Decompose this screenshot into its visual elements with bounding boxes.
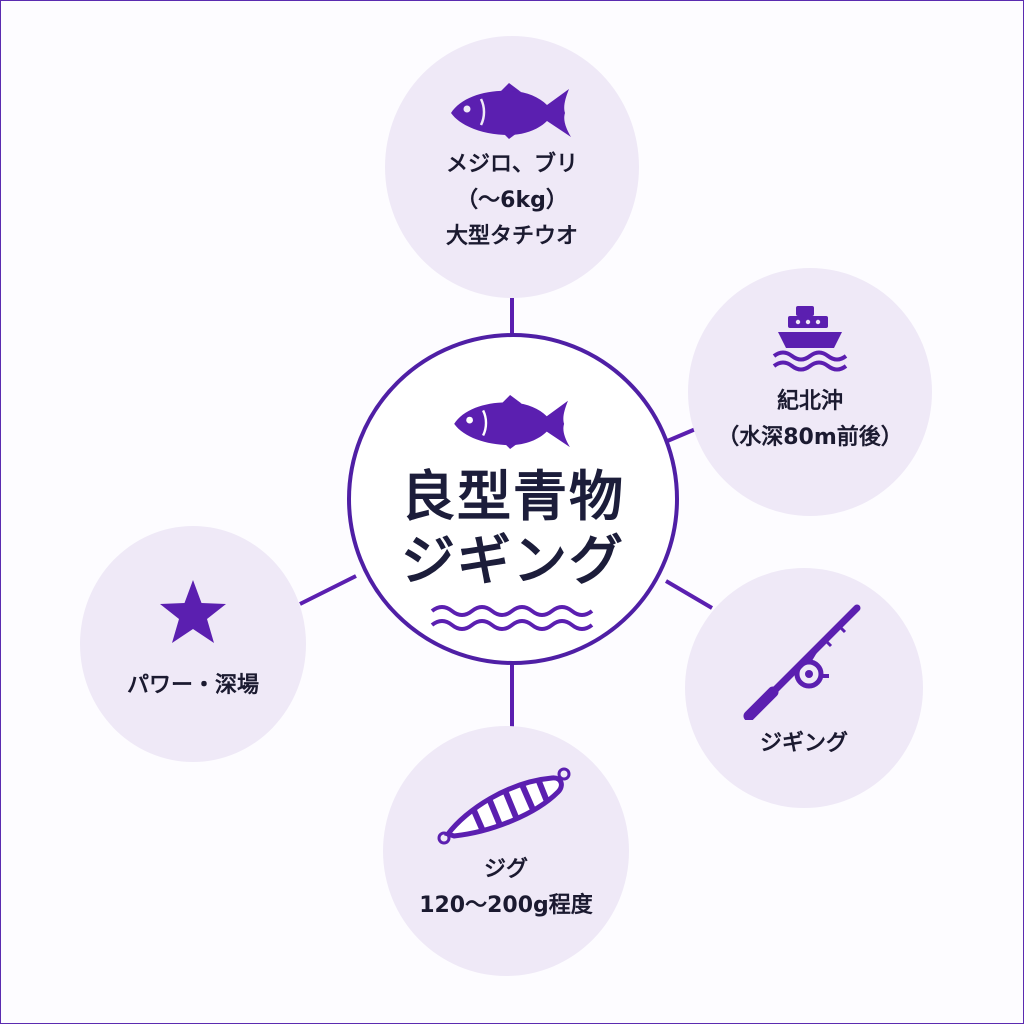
node-feature: パワー・深場 (80, 526, 306, 762)
target-fish-line-1: メジロ、ブリ (445, 152, 578, 177)
center-node: 良型青物 ジギング (347, 333, 679, 665)
star-icon (160, 580, 226, 643)
jig-lure-icon (437, 767, 571, 845)
location-line-2: （水深80m前後） (717, 425, 903, 450)
connector-left (299, 574, 357, 606)
connector-right-lower (664, 579, 714, 610)
fish-icon (451, 83, 571, 139)
location-line-1: 紀北沖 (776, 389, 843, 414)
boat-icon (772, 306, 848, 372)
target-fish-line-2: （〜6kg） (456, 188, 568, 213)
connector-right-upper (664, 426, 699, 444)
fishing-rod-icon (743, 604, 861, 720)
target-fish-line-3: 大型タチウオ (445, 224, 578, 249)
node-location: 紀北沖 （水深80m前後） (688, 268, 932, 516)
method-line-1: ジギング (759, 731, 848, 756)
center-title-line-2: ジギング (401, 529, 625, 592)
node-method: ジギング (685, 568, 923, 808)
waves-icon (430, 605, 594, 631)
jig-line-2: 120〜200g程度 (419, 893, 593, 918)
center-title-line-1: 良型青物 (401, 465, 625, 528)
feature-line-1: パワー・深場 (126, 673, 259, 698)
jig-line-1: ジグ (483, 857, 528, 882)
center-fish-icon (454, 395, 570, 449)
node-target-fish: メジロ、ブリ （〜6kg） 大型タチウオ (385, 36, 639, 298)
node-jig: ジグ 120〜200g程度 (383, 726, 629, 976)
